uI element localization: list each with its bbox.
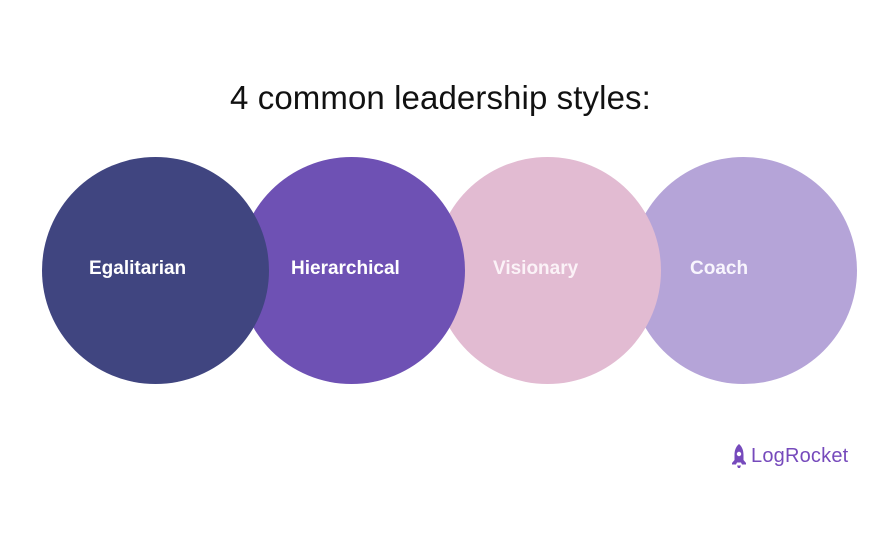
- label-visionary: Visionary: [493, 258, 579, 279]
- diagram-title: 4 common leadership styles:: [230, 79, 651, 116]
- circle-coach: [630, 157, 857, 384]
- circle-hierarchical: [238, 157, 465, 384]
- logrocket-logo: LogRocket: [730, 442, 848, 470]
- rocket-icon: [732, 444, 746, 468]
- label-coach: Coach: [690, 258, 749, 279]
- logo-text: LogRocket: [751, 445, 849, 467]
- label-egalitarian: Egalitarian: [89, 258, 187, 279]
- circle-visionary: [434, 157, 661, 384]
- label-hierarchical: Hierarchical: [291, 258, 400, 279]
- circle-egalitarian: [42, 157, 269, 384]
